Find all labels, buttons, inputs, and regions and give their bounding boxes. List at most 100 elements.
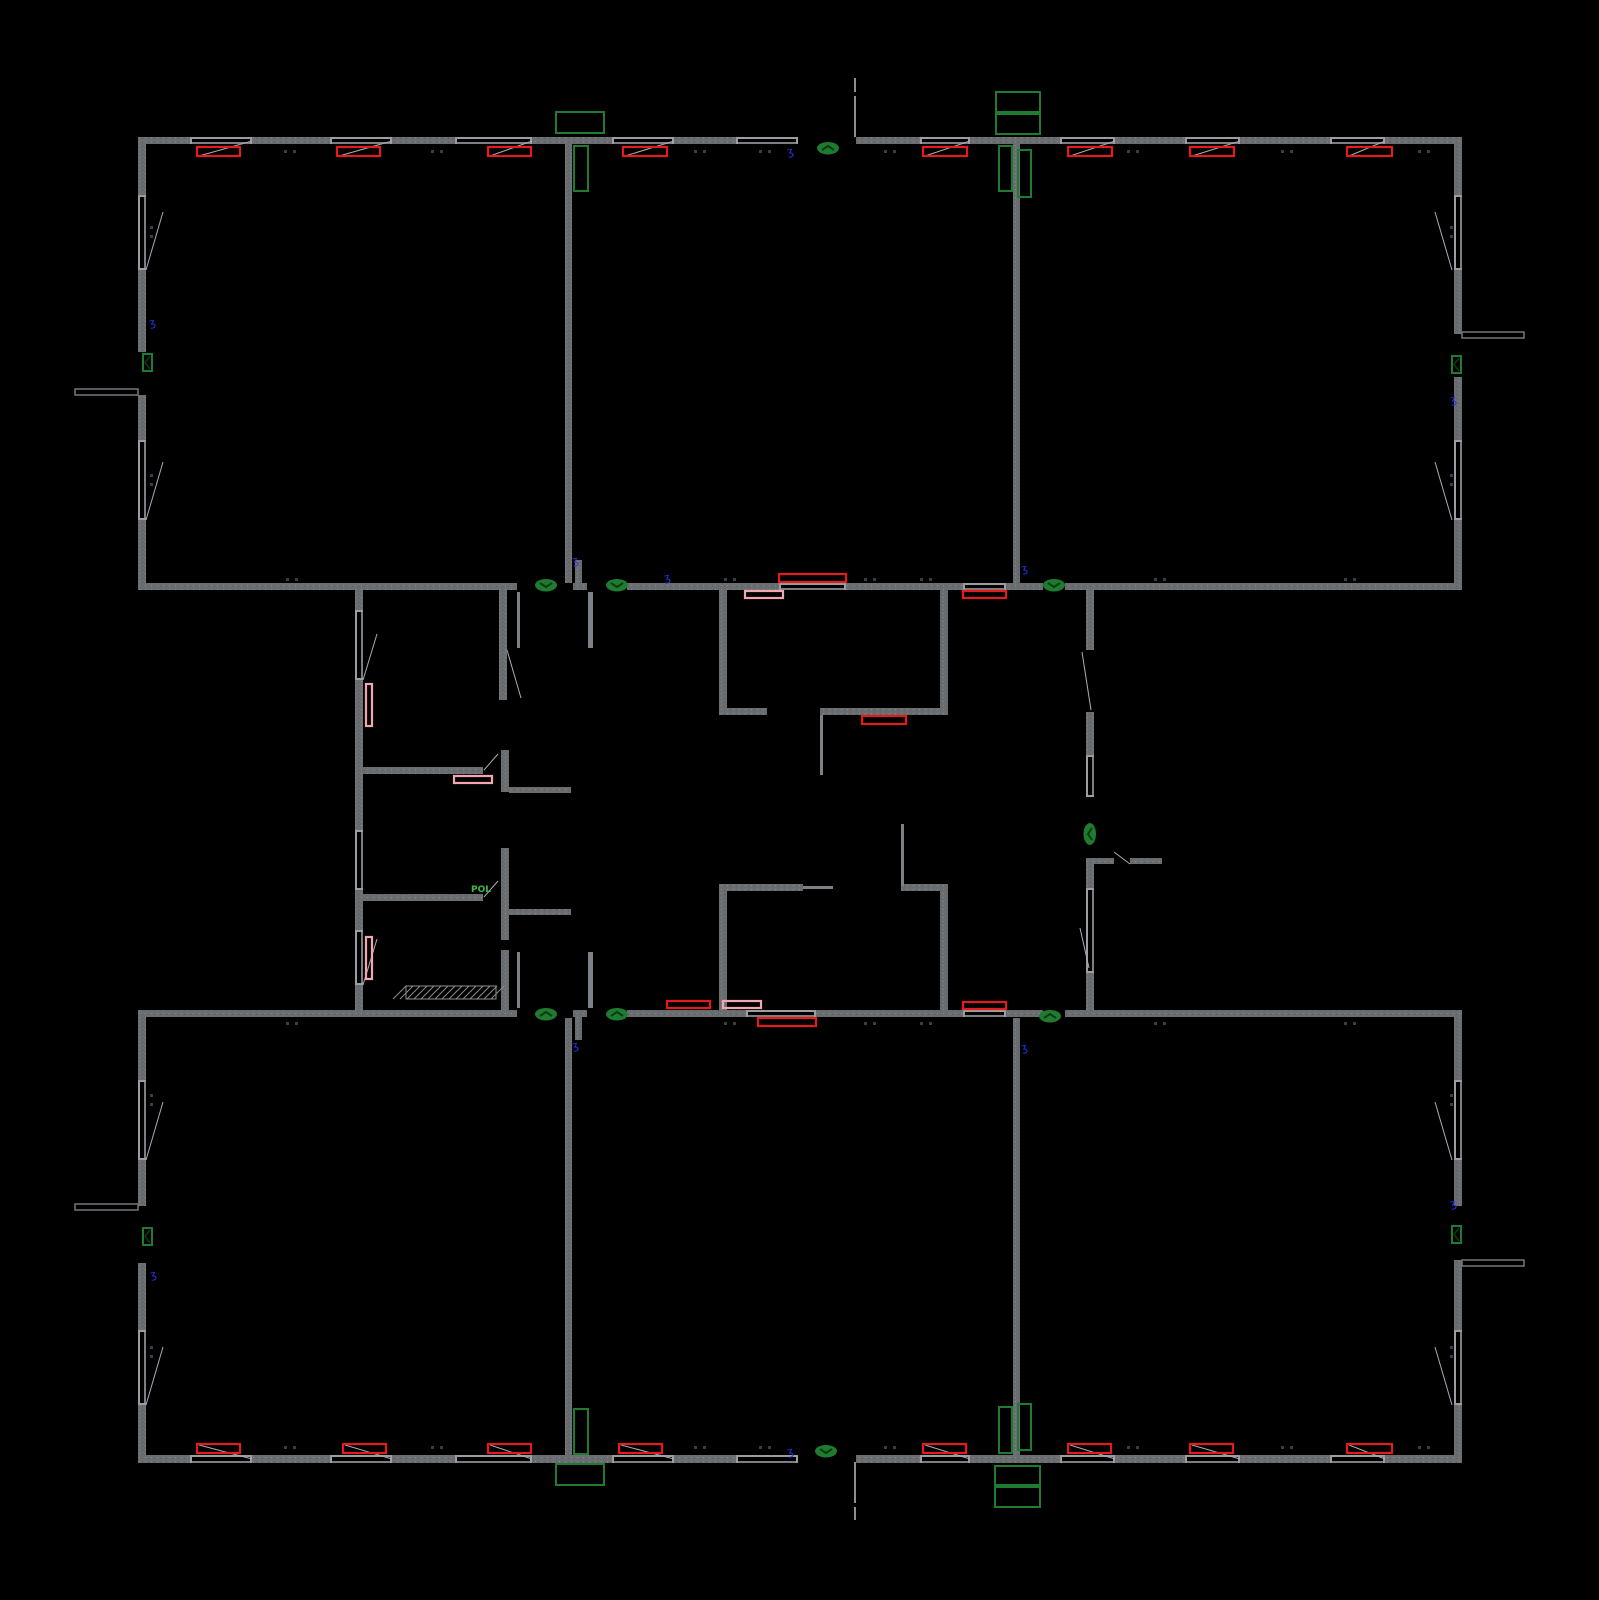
wall-tick xyxy=(295,578,298,581)
wall-segment xyxy=(575,560,582,583)
hatched-strip xyxy=(392,985,505,1000)
chevron-lens xyxy=(535,1008,557,1021)
wall-segment xyxy=(355,890,363,930)
wall-segment xyxy=(1006,583,1043,590)
wall-segment xyxy=(252,137,330,144)
window-segment xyxy=(361,830,363,890)
wall-segment xyxy=(573,1010,587,1017)
chevron-vee xyxy=(610,582,624,589)
wall-segment xyxy=(501,848,509,940)
wall-segment xyxy=(1013,1018,1020,1455)
wall-segment xyxy=(719,590,727,710)
window-segment xyxy=(138,1080,140,1160)
wall-segment xyxy=(1115,137,1185,144)
windows-layer xyxy=(138,137,1462,1463)
wall-tick xyxy=(1290,150,1293,153)
window-jamb xyxy=(746,1010,748,1017)
wall-tick xyxy=(1450,226,1453,229)
window-jamb xyxy=(355,610,363,612)
radiator-pink xyxy=(452,774,494,785)
window-segment xyxy=(1086,755,1088,797)
wall-segment xyxy=(360,583,503,590)
window-jamb xyxy=(1086,755,1094,757)
wall-segment xyxy=(355,680,363,830)
chevron-lens xyxy=(815,1445,837,1458)
window-swing-line xyxy=(1079,927,1090,969)
radiator-red xyxy=(860,714,908,726)
porch-line xyxy=(854,96,856,137)
chevron-lens xyxy=(1039,1010,1061,1023)
radiator-red xyxy=(621,145,669,158)
wall-segment xyxy=(627,1010,746,1017)
hatch-line xyxy=(490,985,505,1000)
window-segment xyxy=(746,1010,816,1012)
window-swing-line xyxy=(362,633,378,681)
window-segment xyxy=(920,137,970,139)
chimney-outline xyxy=(573,145,589,192)
window-jamb xyxy=(1330,1455,1332,1463)
window-jamb xyxy=(736,1455,738,1463)
radiator-red xyxy=(665,999,712,1010)
window-segment xyxy=(1185,137,1240,139)
wall-segment xyxy=(1130,858,1162,864)
wall-segment xyxy=(1385,1455,1462,1463)
exterior-stub-wall xyxy=(74,388,139,396)
wall-tick xyxy=(1290,1446,1293,1449)
window-segment xyxy=(1330,1461,1385,1463)
thin-wall-segment xyxy=(517,592,520,648)
electrical-mark-icon: ʒ xyxy=(148,316,157,330)
window-jamb xyxy=(968,137,970,144)
exterior-door-leaf xyxy=(144,355,151,370)
exterior-stub-wall xyxy=(1461,1259,1525,1267)
chimney-outline xyxy=(994,1486,1041,1508)
wall-tick xyxy=(884,150,887,153)
window-jamb xyxy=(1238,137,1240,144)
wall-tick xyxy=(1344,1022,1347,1025)
window-segment xyxy=(144,195,146,270)
wall-segment xyxy=(719,884,803,891)
window-segment xyxy=(1330,137,1385,139)
electrical-mark-icon: ʒ xyxy=(1449,393,1458,407)
hatch-border xyxy=(405,985,497,1000)
window-segment xyxy=(138,440,140,520)
wall-segment xyxy=(719,708,767,715)
hatch-line xyxy=(427,985,442,1000)
window-jamb xyxy=(796,1455,798,1463)
window-segment xyxy=(138,1330,140,1405)
wall-segment xyxy=(1065,583,1462,590)
wall-tick xyxy=(1450,474,1453,477)
wall-tick xyxy=(1450,1103,1453,1106)
wall-segment xyxy=(1086,712,1094,755)
hatch-line xyxy=(441,985,456,1000)
wall-tick xyxy=(284,150,287,153)
thin-wall-segment xyxy=(517,952,520,1008)
wall-tick xyxy=(768,1446,771,1449)
wall-segment xyxy=(503,1010,517,1017)
hatch-line xyxy=(483,985,498,1000)
window-jamb xyxy=(1060,137,1062,144)
hatch-line xyxy=(434,985,449,1000)
window-jamb xyxy=(1004,1010,1006,1017)
wall-segment xyxy=(392,1455,455,1463)
window-segment xyxy=(746,1015,816,1017)
window-segment xyxy=(1460,195,1462,270)
radiator-red xyxy=(195,145,242,158)
wall-tick xyxy=(893,150,896,153)
wall-segment xyxy=(1240,137,1330,144)
window-jamb xyxy=(1185,1455,1187,1463)
wall-segment xyxy=(627,583,779,590)
window-segment xyxy=(1454,1080,1456,1160)
wall-segment xyxy=(503,583,517,590)
window-segment xyxy=(920,142,970,144)
chevron-lens xyxy=(1083,823,1096,845)
window-segment xyxy=(920,1461,970,1463)
electrical-mark-icon: ʒ xyxy=(1449,1197,1458,1211)
wall-segment xyxy=(575,1017,582,1040)
window-segment xyxy=(1330,142,1385,144)
window-jamb xyxy=(455,137,457,144)
wall-tick xyxy=(864,578,867,581)
chimney-outline xyxy=(555,111,605,134)
window-segment xyxy=(779,583,846,585)
window-swing-line xyxy=(1081,651,1092,711)
porch-line xyxy=(854,78,856,92)
